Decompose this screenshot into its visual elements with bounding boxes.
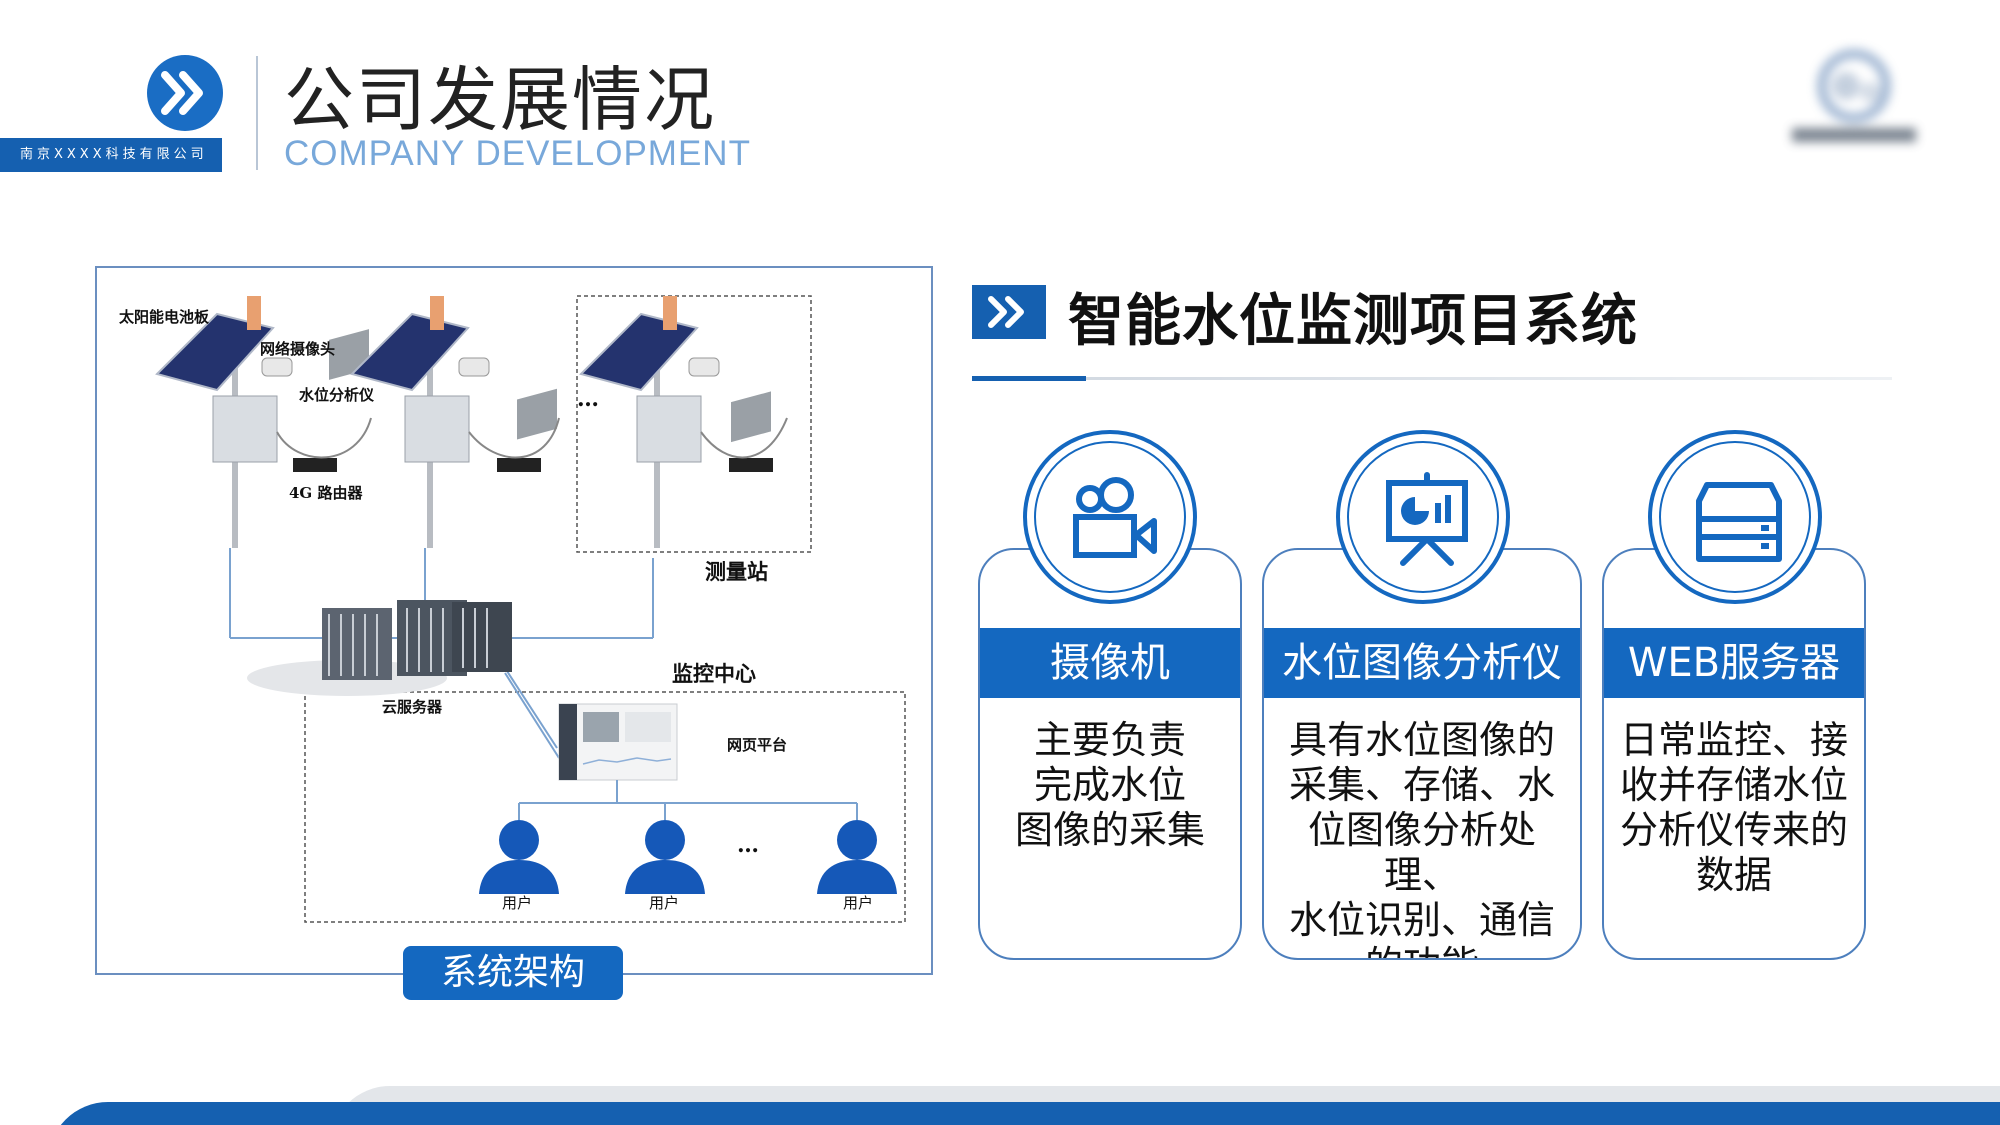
card-line: 日常监控、接 <box>1619 718 1848 762</box>
user-ellipsis: … <box>737 832 759 858</box>
presentation-chart-icon <box>1386 472 1468 566</box>
feature-card-web-server: WEB服务器 日常监控、接 收并存储水位 分析仪传来的 数据 <box>1602 548 1866 960</box>
label-solar-panel: 太阳能电池板 <box>119 308 210 326</box>
double-chevron-right-icon <box>988 296 1024 328</box>
feature-card-analyzer: 水位图像分析仪 具有水位图像的 采集、存储、水 位图像分析处理、 水位识别、通信… <box>1262 548 1582 960</box>
web-platform-graphic <box>558 703 678 781</box>
card-icon-badge <box>1336 430 1510 604</box>
footer-band-blue <box>48 1102 2000 1125</box>
label-web-platform: 网页平台 <box>727 736 788 754</box>
card-line: 主要负责 <box>1033 718 1186 762</box>
label-cloud-server: 云服务器 <box>382 698 443 716</box>
system-architecture-diagram: 太阳能电池板 网络摄像头 水位分析仪 4G 路由器 … 测量站 监控中心 云服务… <box>95 266 933 975</box>
station-2 <box>350 296 560 548</box>
double-chevron-right-icon <box>161 71 203 115</box>
architecture-caption: 系统架构 <box>403 946 623 1000</box>
label-network-camera: 网络摄像头 <box>260 340 336 358</box>
card-description: 具有水位图像的 采集、存储、水 位图像分析处理、 水位识别、通信 的功能 <box>1278 718 1566 958</box>
card-description: 主要负责 完成水位 图像的采集 <box>994 718 1226 853</box>
card-line: 图像的采集 <box>1014 808 1205 852</box>
label-user: 用户 <box>649 894 680 912</box>
card-line: 位图像分析处理、 <box>1307 808 1536 897</box>
card-description: 日常监控、接 收并存储水位 分析仪传来的 数据 <box>1618 718 1850 898</box>
card-line: 水位识别、通信 <box>1288 898 1555 942</box>
cloud-server-graphic <box>247 600 512 696</box>
header-divider <box>256 56 258 170</box>
label-monitoring-center: 监控中心 <box>672 661 756 686</box>
card-line: 分析仪传来的 <box>1619 808 1848 852</box>
feature-card-camera: 摄像机 主要负责 完成水位 图像的采集 <box>978 548 1242 960</box>
section-divider-accent <box>972 376 1086 381</box>
page-subtitle: COMPANY DEVELOPMENT <box>284 134 751 173</box>
station-1 <box>155 296 372 548</box>
label-measuring-station: 测量站 <box>705 559 768 584</box>
logo-circle <box>147 55 223 131</box>
card-icon-badge <box>1023 430 1197 604</box>
company-name-bar: 南京XXXX科技有限公司 <box>0 138 222 172</box>
card-line: 具有水位图像的 <box>1288 718 1555 762</box>
card-line: 的功能 <box>1278 943 1566 958</box>
station-ellipsis: … <box>577 386 599 412</box>
section-divider <box>972 377 1892 380</box>
section-icon-badge <box>972 285 1046 339</box>
label-4g-router: 4G 路由器 <box>289 484 363 502</box>
user-icons <box>479 820 897 894</box>
label-user: 用户 <box>843 894 874 912</box>
company-logo-blurred <box>1792 49 1916 142</box>
video-camera-icon <box>1073 477 1157 558</box>
section-title: 智能水位监测项目系统 <box>1068 289 1638 354</box>
server-icon <box>1696 482 1782 562</box>
label-water-level-analyzer: 水位分析仪 <box>299 386 375 404</box>
card-line: 收并存储水位 <box>1619 763 1848 807</box>
card-title: WEB服务器 <box>1604 628 1864 698</box>
card-line: 数据 <box>1695 853 1772 897</box>
card-line: 完成水位 <box>1033 763 1186 807</box>
architecture-illustration <box>155 295 906 923</box>
station-3 <box>579 296 788 548</box>
card-title: 水位图像分析仪 <box>1264 628 1580 698</box>
page-title: 公司发展情况 <box>284 59 716 141</box>
card-line: 采集、存储、水 <box>1288 763 1555 807</box>
card-title: 摄像机 <box>980 628 1240 698</box>
label-user: 用户 <box>502 894 533 912</box>
card-icon-badge <box>1648 430 1822 604</box>
